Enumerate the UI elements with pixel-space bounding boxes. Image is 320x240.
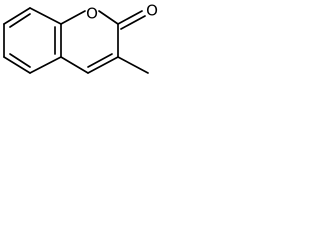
bond-o1-c2 [98,10,119,25]
bond-c8-c8a [29,56,62,74]
bond-c3-methyl [117,56,149,74]
carbonyl-oxygen-label: O [146,2,158,20]
bond-c2-carbonyl-o [117,10,143,25]
bond-c7-c8 [3,56,31,74]
double-bond-c2-carbonyl-o [120,15,146,30]
double-bond-inner-c5-c6 [9,13,31,28]
bond-c3-c4 [87,56,119,74]
bond-c4a-c5 [29,7,62,25]
double-bond-inner-c7-c8 [9,53,31,68]
bond-c4a-o1 [60,10,86,25]
ring-oxygen-label: O [86,5,98,23]
double-bond-inner-c3-c4 [87,53,113,68]
bond-c5-c6 [3,7,31,25]
bond-c4-c8a [60,56,89,74]
chemical-structure-diagram: O O [3,2,158,74]
